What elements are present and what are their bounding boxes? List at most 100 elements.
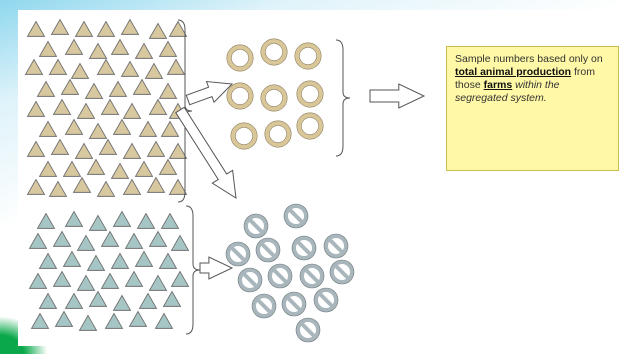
triangle-icon	[98, 138, 118, 155]
triangle-icon	[154, 312, 174, 329]
triangle-icon	[134, 160, 154, 177]
slide: Sample numbers based only on total anima…	[18, 10, 622, 346]
triangle-icon	[24, 58, 44, 75]
triangle-icon	[138, 120, 158, 137]
brace	[177, 19, 193, 203]
triangle-icon	[84, 82, 104, 99]
triangle-icon	[146, 140, 166, 157]
triangle-icon	[170, 234, 190, 251]
ring-icon	[230, 122, 258, 150]
triangle-icon	[52, 98, 72, 115]
triangle-icon	[122, 142, 142, 159]
triangle-icon	[38, 40, 58, 57]
triangle-icon	[166, 58, 186, 75]
triangle-icon	[96, 20, 116, 37]
triangle-icon	[134, 250, 154, 267]
triangle-icon	[122, 178, 142, 195]
triangle-icon	[104, 312, 124, 329]
triangle-icon	[26, 140, 46, 157]
triangle-icon	[50, 18, 70, 35]
triangle-icon	[148, 98, 168, 115]
ring-icon	[296, 80, 324, 108]
arrow-to-prohibited	[175, 106, 237, 199]
ring-icon	[260, 38, 288, 66]
triangle-icon	[158, 252, 178, 269]
triangle-icon	[112, 294, 132, 311]
triangle-icon	[38, 252, 58, 269]
triangle-icon	[88, 122, 108, 139]
triangle-icon	[168, 142, 188, 159]
triangle-icon	[96, 58, 116, 75]
triangle-icon	[148, 22, 168, 39]
triangle-icon	[76, 234, 96, 251]
ring-icon	[264, 120, 292, 148]
triangle-icon	[86, 254, 106, 271]
triangle-icon	[38, 292, 58, 309]
triangle-icon	[124, 270, 144, 287]
triangle-icon	[158, 40, 178, 57]
brace	[335, 39, 351, 157]
ring-icon	[226, 82, 254, 110]
triangle-icon	[48, 180, 68, 197]
arrow-lower	[199, 256, 234, 280]
arrow-to-rings	[185, 80, 234, 106]
triangle-icon	[158, 82, 178, 99]
triangle-icon	[170, 270, 190, 287]
triangle-icon	[112, 118, 132, 135]
triangle-icon	[54, 310, 74, 327]
ring-icon	[294, 42, 322, 70]
note-text-1: Sample numbers based only on	[455, 53, 603, 65]
triangle-icon	[112, 210, 132, 227]
triangle-icon	[144, 62, 164, 79]
triangle-icon	[78, 314, 98, 331]
triangle-icon	[50, 138, 70, 155]
arrow-to-note	[369, 83, 426, 109]
triangle-icon	[110, 162, 130, 179]
triangle-icon	[110, 38, 130, 55]
triangle-icon	[160, 120, 180, 137]
triangle-icon	[134, 42, 154, 59]
triangle-icon	[108, 80, 128, 97]
triangle-icon	[38, 120, 58, 137]
ring-icon	[226, 44, 254, 72]
note-text-3: within the segregated system.	[455, 79, 560, 104]
triangle-icon	[158, 158, 178, 175]
triangle-icon	[120, 60, 140, 77]
triangle-icon	[62, 250, 82, 267]
ring-icon	[260, 84, 288, 112]
triangle-icon	[64, 38, 84, 55]
triangle-icon	[100, 98, 120, 115]
triangle-icon	[74, 20, 94, 37]
triangle-icon	[26, 20, 46, 37]
triangle-icon	[168, 20, 188, 37]
triangle-icon	[124, 232, 144, 249]
note-emphasis-total-production: total animal production	[455, 66, 572, 78]
triangle-icon	[52, 230, 72, 247]
triangle-icon	[168, 178, 188, 195]
note-text-2: from those	[455, 66, 596, 91]
triangle-icon	[122, 102, 142, 119]
triangle-icon	[88, 290, 108, 307]
triangle-icon	[60, 78, 80, 95]
triangle-icon	[64, 292, 84, 309]
note-box: Sample numbers based only on total anima…	[446, 46, 619, 171]
triangle-icon	[62, 160, 82, 177]
triangle-icon	[38, 160, 58, 177]
triangle-icon	[100, 272, 120, 289]
triangle-icon	[88, 214, 108, 231]
triangle-icon	[138, 292, 158, 309]
triangle-icon	[52, 270, 72, 287]
triangle-icon	[70, 62, 90, 79]
brace	[185, 205, 201, 335]
triangle-icon	[132, 78, 152, 95]
triangle-icon	[162, 290, 182, 307]
triangle-icon	[76, 274, 96, 291]
triangle-icon	[136, 212, 156, 229]
diagram-canvas	[24, 18, 426, 343]
triangle-icon	[148, 274, 168, 291]
triangle-icon	[160, 212, 180, 229]
triangle-icon	[110, 252, 130, 269]
triangle-icon	[64, 118, 84, 135]
note-emphasis-farms: farms	[483, 79, 513, 91]
triangle-icon	[88, 42, 108, 59]
